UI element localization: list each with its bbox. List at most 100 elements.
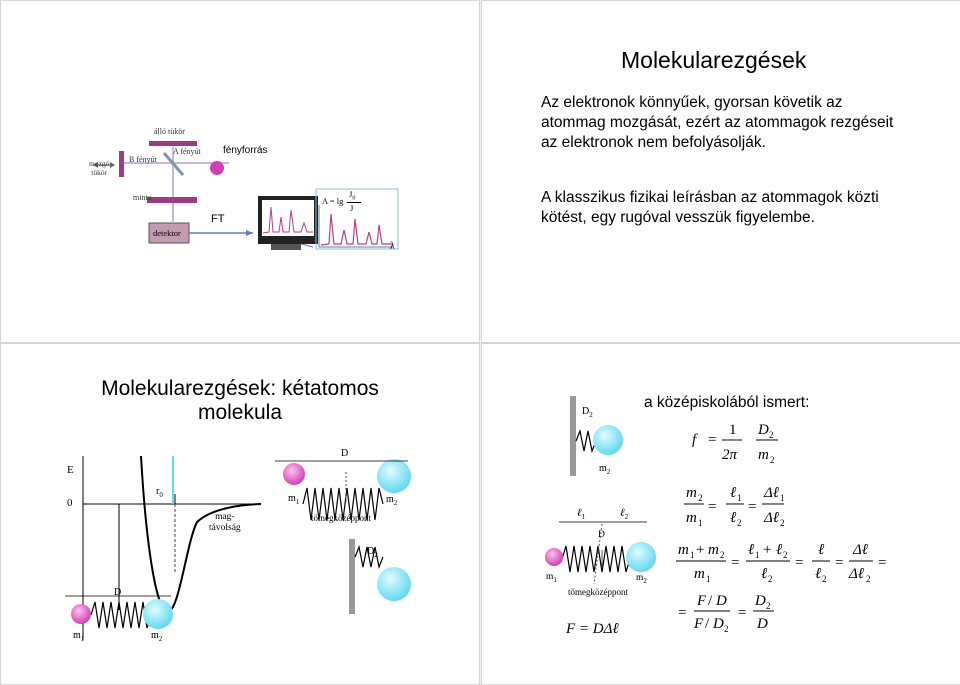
svg-text:2: 2 [766,601,771,611]
svg-text:ℓ: ℓ [748,542,754,558]
energy-label: E [67,464,74,476]
moving-mirror-label: mozgó tükör [89,159,110,177]
atom-m2-top [377,459,411,493]
detector-label: detektor [153,228,181,238]
svg-text:m: m [708,542,719,558]
svg-text:=: = [795,555,803,571]
svg-text:ℓ: ℓ [818,542,824,558]
sample-holder [147,197,197,203]
svg-text:/: / [708,593,713,609]
spring-constant-label: D [598,530,605,540]
fixed-mirror-label: álló tükör [154,127,185,136]
fixed-mirror [149,141,197,146]
svg-text:2: 2 [770,455,775,465]
paragraph-electrons: Az elektronok könnyűek, gyorsan követik … [541,94,894,151]
m2-label: m2 [386,494,398,507]
svg-text:2: 2 [866,574,871,584]
svg-text:Δℓ: Δℓ [763,485,779,501]
svg-text:2: 2 [724,624,729,634]
svg-text:=: = [731,555,739,571]
paragraph-spring-model: A klasszikus fizikai leírásban az atomma… [541,189,879,226]
svg-text:2: 2 [698,493,703,503]
lambda-label: λ [390,241,395,252]
center-of-mass-label: tömegközéppont [568,587,628,597]
atom-m2 [626,542,656,572]
spectrum-box [315,188,399,250]
svg-text:2: 2 [783,550,788,560]
slide-diatomic-molecule: Molekularezgések: kétatomos molekula [0,343,480,685]
svg-text:F: F [696,593,707,609]
svg-text:D: D [756,616,768,632]
lower-m2-label: m2 [636,573,647,585]
path-a-label: A fényút [173,147,201,156]
wall [349,539,355,614]
spring-wall [354,544,384,570]
m1-label: m1 [546,572,557,584]
svg-text:ℓ: ℓ [730,510,736,526]
svg-text:2: 2 [720,550,725,560]
svg-text:2: 2 [822,574,827,584]
spring-lower [561,545,631,573]
svg-text:m: m [686,485,697,501]
slide-title: Molekularezgések [621,47,807,73]
svg-text:ℓ: ℓ [730,485,736,501]
atom-m1-bottom [71,604,91,624]
distance-label: mag-távolság [209,512,241,533]
svg-text:m: m [686,510,697,526]
svg-text:2: 2 [768,574,773,584]
bottom-m2-label: m2 [151,630,163,643]
svg-text:=: = [878,555,886,571]
svg-text:Δℓ: Δℓ [763,510,779,526]
svg-text:Δℓ: Δℓ [848,566,864,582]
svg-text:Δℓ: Δℓ [852,542,868,558]
path-b-label: B fényút [129,155,157,164]
m1-label: m1 [288,493,300,506]
d2-label: D2 [582,406,593,419]
svg-text:m: m [758,447,769,463]
slide-spring-formulas: a középiskolából ismert: f = 1 2π [481,343,960,685]
svg-text:2π: 2π [722,447,738,463]
spectrum-curve [320,213,393,246]
svg-text:1: 1 [737,493,742,503]
svg-text:D: D [757,422,769,438]
spring-constant-label: D [341,448,349,459]
atom-m1-top [283,463,305,485]
d2-label: D2 [367,546,378,559]
svg-text:1: 1 [729,422,737,438]
sample-label: minta [133,193,152,202]
svg-text:F: F [693,616,704,632]
slide-interferometer: mozgó tükör álló tükör B fényút A fényút… [0,0,480,343]
slide-title: Molekularezgések: kétatomos molekula [101,377,379,424]
svg-text:=: = [708,432,716,448]
spring-wall [575,428,597,454]
l1-label: ℓ1 [577,507,586,522]
svg-text:1: 1 [706,574,711,584]
zero-label: 0 [67,497,73,509]
svg-text:=: = [748,499,756,515]
svg-text:+: + [696,542,704,558]
svg-text:ℓ: ℓ [761,566,767,582]
svg-text:m: m [694,566,705,582]
svg-text:1: 1 [690,550,695,560]
slide-molecular-vibrations: Molekularezgések Az elektronok könnyűek,… [481,0,960,343]
svg-text:D: D [715,593,727,609]
slide-heading: a középiskolából ismert: [644,394,810,411]
absorbance-eq-label: A = lg [322,196,344,206]
atom-on-wall [377,567,411,601]
svg-text:1: 1 [755,550,760,560]
bottom-m1-label: m1 [73,630,85,643]
svg-text:+: + [763,542,771,558]
light-source-label: fényforrás [223,145,268,156]
potential-and-spring-diagram [65,455,411,640]
svg-text:=: = [708,499,716,515]
fraction-bar [347,202,361,203]
light-source [210,161,224,175]
l2-label: ℓ2 [620,507,629,522]
svg-text:=: = [835,555,843,571]
dissociation-label: D [114,587,122,598]
